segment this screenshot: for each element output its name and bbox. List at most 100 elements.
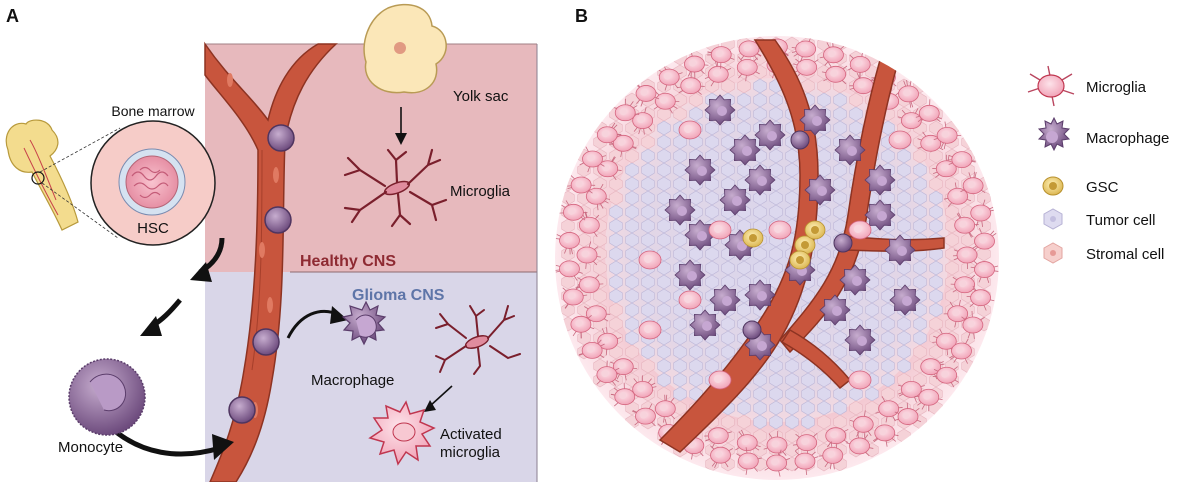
microglia-cell [954,212,979,238]
microglia-cell [961,310,985,339]
vessel-monocyte [264,206,292,234]
microglia-cell [704,60,732,87]
activated-label-line2: microglia [440,444,501,461]
microglia-cell [894,402,922,425]
panel-b: B Microglia [555,6,1169,480]
legend-item-gsc: GSC [1042,176,1119,196]
macrophage-cell [804,174,836,206]
microglia-cell [764,449,790,477]
legend: Microglia Macrophage GSC [1027,65,1169,264]
microglia-cell [933,121,962,150]
microglia-cell [555,260,583,281]
vessel-macrophage [833,233,853,253]
panel-b-letter: B [575,6,588,26]
microglia-cell [848,370,872,390]
yolk-sac-label: Yolk sac [453,88,509,105]
macrophage-cell [864,199,896,231]
microglia-cell [632,403,656,427]
macrophage-cell [819,294,851,326]
tumor-cell-mesh [561,36,991,472]
microglia-cell [657,64,683,91]
differentiation-arrows [106,237,348,460]
microglia-cell [596,122,622,148]
macrophage-cell [729,134,761,166]
microglia-cell [676,71,705,95]
microglia-cell [825,427,849,450]
microglia-cell [578,339,605,359]
microglia-cell [792,433,818,457]
microglia-cell [736,447,763,475]
bone-marrow-label: Bone marrow [111,103,195,119]
microglia-cell [819,40,845,66]
microglia-cell [704,427,732,449]
tumor-cell-icon [1043,208,1063,230]
activated-microglia-cell [368,400,436,466]
microglia-cell [576,241,601,269]
legend-item-stromal-cell: Stromal cell [1043,242,1164,264]
legend-label-tumor-cell: Tumor cell [1086,212,1155,229]
microglia-cell [872,424,899,447]
microglia-cell [596,360,620,386]
microglia-cell [845,431,874,457]
microglia-cell [570,314,595,339]
microglia-cell [593,156,622,181]
macrophage-cell [844,324,876,356]
microglia-cell [736,56,760,82]
microglia-cell [638,250,662,270]
macrophage-cell [684,219,716,251]
activated-label-line1: Activated [440,426,502,443]
microglia-cell [653,91,680,114]
hsc-label: HSC [137,220,169,237]
macrophage-cell [704,94,736,126]
microglia-cell [966,285,995,311]
microglia-cell [638,320,662,340]
microglia-cell [972,227,997,251]
microglia-cell [897,380,925,403]
healthy-cns-title: Healthy CNS [300,253,396,270]
macrophage-cell [839,264,871,296]
gsc-icon [1042,176,1064,196]
bone-marrow-zoom [90,120,216,246]
macrophage-cell [719,184,751,216]
microglia-cell [763,430,788,459]
microglia-cell [612,98,640,122]
microglia-cell [849,410,874,439]
gsc-cell [742,228,764,248]
macrophage-cell [664,194,696,226]
microglia-cell [559,200,588,221]
macrophage-cell [744,279,776,311]
macrophage-icon [1037,116,1071,152]
microglia-cell [818,441,844,470]
microglia-cell [654,394,676,423]
macrophage-cell [709,284,741,316]
microglia-cell [555,232,580,255]
legend-label-stromal-cell: Stromal cell [1086,246,1164,263]
legend-item-microglia: Microglia [1027,65,1147,107]
microglia-cell [738,40,763,61]
gsc-cell [804,220,826,240]
microglia-cell [678,120,702,140]
microglia-cell [848,220,872,240]
blood-vessel [204,41,338,482]
microglia-cell [932,366,959,388]
stromal-cell-icon [1043,242,1063,264]
microglia-cell [575,274,604,294]
yolk-sac-embryo [363,3,447,94]
macrophage-cell [799,104,831,136]
tumor-vessels [658,39,945,453]
bone-femur [5,119,121,239]
microglia-cell [970,199,995,227]
microglia-cell [794,450,819,476]
legend-label-microglia: Microglia [1086,79,1147,96]
microglia-ramified [343,148,448,228]
macrophage-cell [341,300,387,346]
panel-a-letter: A [6,6,19,26]
microglia-cell [915,99,943,123]
microglia-cell [684,50,709,79]
tumor-immune-cells [638,94,921,390]
hsc-cell [125,155,179,209]
microglia-glioma [435,305,521,375]
legend-item-tumor-cell: Tumor cell [1043,208,1155,230]
vessel-macrophage [790,130,810,150]
